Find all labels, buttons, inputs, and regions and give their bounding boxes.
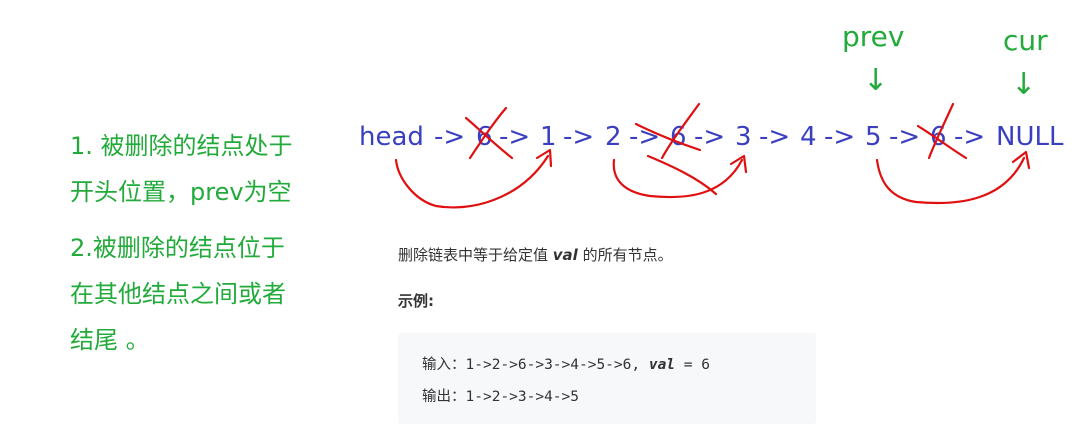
- chain-token-arrow: ->: [759, 122, 791, 152]
- chain-token-node-1: 1: [540, 122, 557, 152]
- chain-token-arrow: ->: [499, 122, 531, 152]
- note-case-2-line-3: 结尾 。: [70, 326, 150, 354]
- example-code-block: 输入：1->2->6->3->4->5->6, val = 6 输出：1->2-…: [398, 333, 816, 424]
- scribble-around-removed-node: [646, 154, 718, 196]
- curve-arrow-5-to-null: [875, 156, 1026, 205]
- chain-token-arrow: ->: [694, 122, 726, 152]
- chain-token-node-2: 2: [605, 122, 622, 152]
- prev-label: prev: [842, 20, 905, 53]
- chain-token-arrow: ->: [954, 122, 986, 152]
- chain-token-arrow: ->: [889, 122, 921, 152]
- input-list: 1->2->6->3->4->5->6,: [465, 357, 641, 373]
- cur-label: cur: [1003, 24, 1048, 57]
- problem-description: 删除链表中等于给定值 val 的所有节点。: [398, 244, 673, 265]
- note-case-2-line-1: 2.被删除的结点位于: [70, 234, 285, 262]
- chain-token-node-3: 3: [735, 122, 752, 152]
- chain-token-head: head: [359, 122, 424, 152]
- chain-token-arrow: ->: [563, 122, 595, 152]
- note-case-2-line-2: 在其他结点之间或者: [70, 280, 286, 308]
- output-label: 输出：: [422, 389, 466, 405]
- input-label: 输入：: [422, 357, 466, 373]
- output-list: 1->2->3->4->5: [465, 389, 580, 405]
- cross-mark-node-6-third: [916, 124, 968, 160]
- curve-arrow-2-to-3: [612, 158, 744, 199]
- cross-mark-node-6-second: [634, 122, 702, 152]
- desc-var: val: [552, 246, 578, 264]
- curve-arrow-head-to-1: [394, 154, 550, 209]
- input-var: val: [648, 357, 676, 373]
- example-input-line: 输入：1->2->6->3->4->5->6, val = 6: [422, 353, 710, 374]
- example-output-line: 输出：1->2->3->4->5: [422, 385, 579, 406]
- chain-token-arrow: ->: [434, 122, 466, 152]
- example-title: 示例:: [398, 292, 434, 310]
- note-case-1-line-2: 开头位置，prev为空: [70, 178, 292, 206]
- desc-after: 的所有节点。: [577, 246, 673, 264]
- chain-token-null: NULL: [996, 122, 1064, 152]
- chain-token-arrow: ->: [824, 122, 856, 152]
- note-case-1-line-1: 1. 被删除的结点处于: [70, 132, 293, 160]
- cur-down-arrow-icon: ↓: [1011, 67, 1037, 102]
- input-eq: = 6: [675, 357, 710, 373]
- desc-before: 删除链表中等于给定值: [398, 246, 553, 264]
- chain-token-node-4: 4: [800, 122, 817, 152]
- prev-down-arrow-icon: ↓: [863, 63, 889, 98]
- chain-token-node-5: 5: [865, 122, 882, 152]
